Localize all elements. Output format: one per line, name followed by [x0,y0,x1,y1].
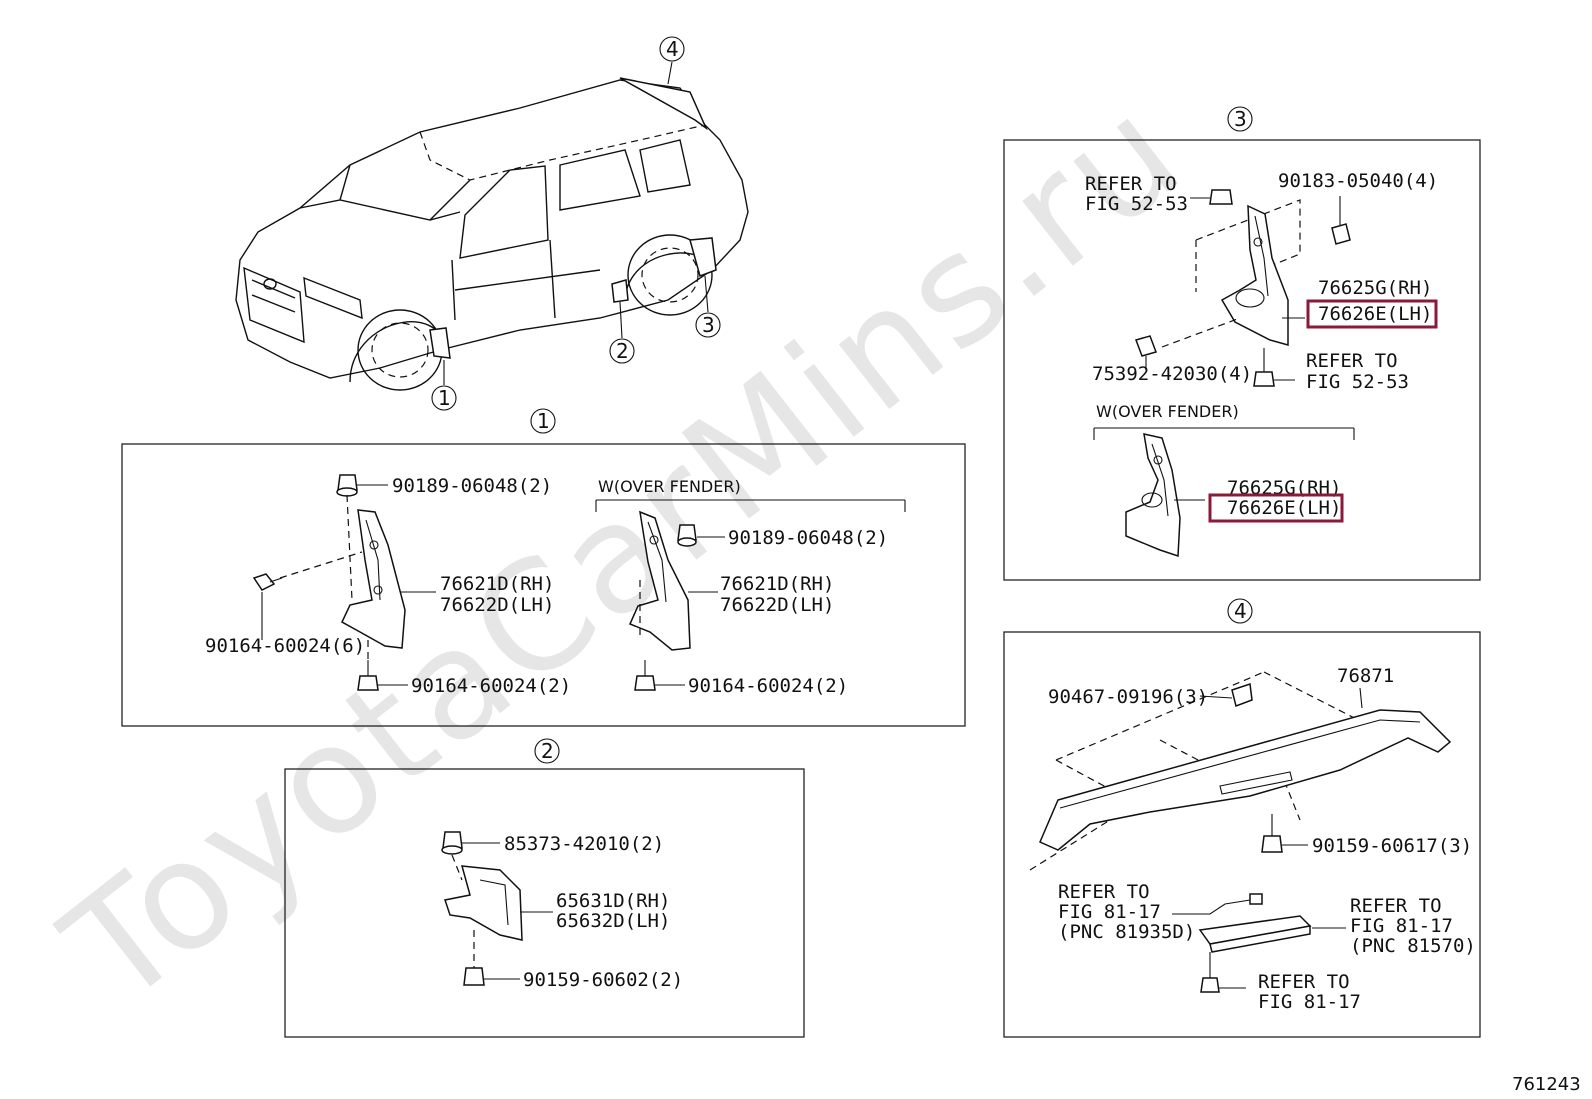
part-76621d-rh-left: 76621D(RH) [440,573,554,595]
highlight-box-1 [1306,299,1438,329]
refer-b-line3: (PNC 81570) [1350,935,1476,957]
refer-b-line2: FIG 81-17 [1350,915,1453,937]
screw-label-90159-60617: 90159-60617(3) [1312,835,1472,857]
svg-text:1: 1 [537,409,550,433]
panel-2-number [534,738,560,764]
svg-text:2: 2 [616,339,629,363]
svg-text:1: 1 [438,386,451,410]
panel-4-number [1227,598,1253,624]
panel-1: 1 90189-06048(2) 76621D(RH) 76622D(LH) 9… [121,408,966,727]
clip-label-85373: 85373-42010(2) [504,833,664,855]
w-over-fender-label-2: W(OVER FENDER) [1096,402,1239,421]
svg-text:4: 4 [1234,599,1247,623]
bolt-label-75392: 75392-42030(4) [1092,363,1252,385]
part-76626e-lh-2: 76626E(LH) [1227,497,1341,519]
refer-to-bottom-line2: FIG 52-53 [1306,371,1409,393]
callout-4: 4 [659,36,685,62]
screw-label-left: 90164-60024(6) [205,635,365,657]
refer-b-line1: REFER TO [1350,895,1442,917]
part-65632d-lh: 65632D(LH) [556,910,670,932]
panel-3-number [1227,106,1253,132]
part-76622d-lh-left: 76622D(LH) [440,594,554,616]
refer-a-line3: (PNC 81935D) [1058,921,1195,943]
panel-3: 3 REFER TO FIG 52-53 90183-05040(4) 7662… [1003,106,1481,581]
part-76871: 76871 [1337,665,1394,687]
panel-4: 4 76871 90467-09196(3) 90159-60617(3) RE… [1003,598,1481,1038]
panel-2: 2 85373-42010(2) 65631D(RH) 65632D(LH) 9… [284,738,805,1038]
clip-label-90183: 90183-05040(4) [1278,170,1438,192]
callout-2: 2 [609,338,635,364]
part-76622d-lh-right: 76622D(LH) [720,594,834,616]
refer-to-bottom-line1: REFER TO [1306,350,1398,372]
clip-label-left: 90189-06048(2) [392,475,552,497]
figure-id: 761243 [1512,1074,1581,1095]
svg-text:2: 2 [541,739,554,763]
refer-to-top-line1: REFER TO [1085,173,1177,195]
part-76626e-lh-1: 76626E(LH) [1318,303,1432,325]
panel-1-number [530,408,556,434]
part-65631d-rh: 65631D(RH) [556,890,670,912]
svg-text:4: 4 [666,37,679,61]
svg-text:3: 3 [1234,107,1247,131]
part-76621d-rh-right: 76621D(RH) [720,573,834,595]
refer-c-line1: REFER TO [1258,971,1350,993]
refer-c-line2: FIG 81-17 [1258,991,1361,1013]
screw-label-90159-60602: 90159-60602(2) [523,969,683,991]
refer-a-line2: FIG 81-17 [1058,901,1161,923]
screw-label-bottom-right: 90164-60024(2) [688,675,848,697]
part-76625g-rh-1: 76625G(RH) [1318,277,1432,299]
w-over-fender-label-1: W(OVER FENDER) [598,477,741,496]
svg-text:3: 3 [702,313,715,337]
refer-a-line1: REFER TO [1058,881,1150,903]
clip-label-90467: 90467-09196(3) [1048,686,1208,708]
callout-1: 1 [431,385,457,411]
vehicle-overview [235,61,749,391]
clip-label-right: 90189-06048(2) [728,527,888,549]
screw-label-bottom-left: 90164-60024(2) [411,675,571,697]
highlight-box-2 [1208,493,1344,523]
refer-to-top-line2: FIG 52-53 [1085,193,1188,215]
callout-3: 3 [695,312,721,338]
